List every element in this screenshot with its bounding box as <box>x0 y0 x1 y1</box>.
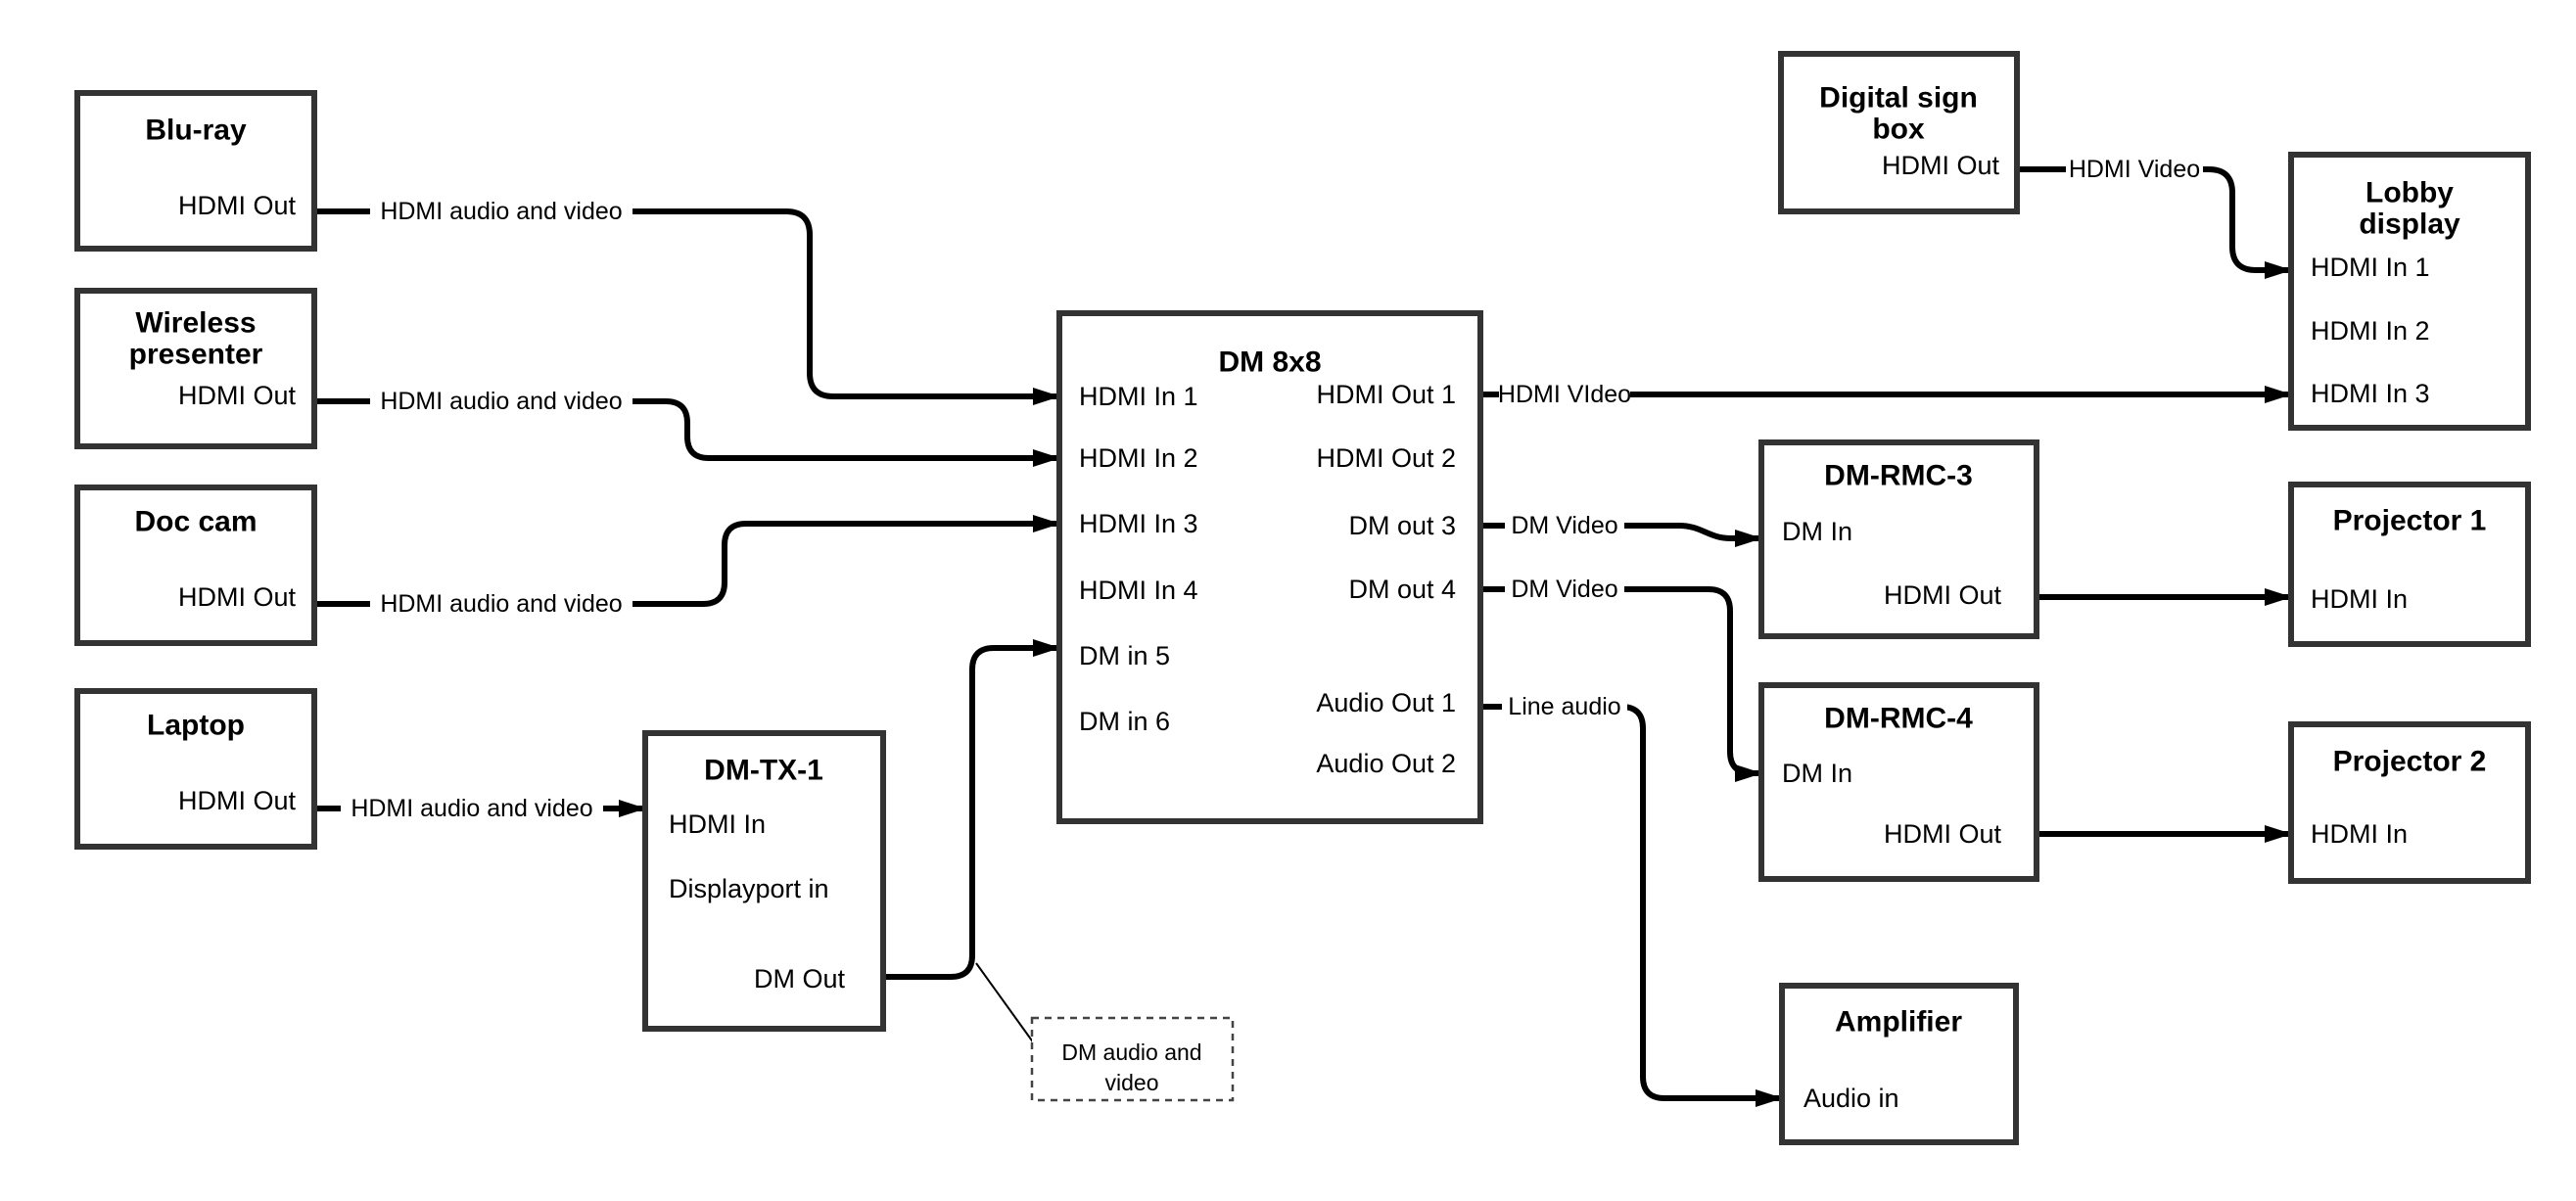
node-doccam-title: Doc cam <box>134 506 257 538</box>
edge-label-laptop: HDMI audio and video <box>351 795 592 822</box>
edge-label-bg <box>341 792 603 825</box>
port-laptop-hdmi-out: HDMI Out <box>178 786 297 815</box>
edge-label-bg <box>370 195 632 228</box>
edge-label-digitalsign: HDMI Video <box>2069 156 2200 183</box>
node-digitalsign-title-line2: box <box>1872 114 1925 146</box>
annotation-text-line1: DM audio and <box>1061 1039 1201 1065</box>
port-dmrmc4-hdmi-out: HDMI Out <box>1884 819 2002 849</box>
port-dmrmc3-dm-in: DM In <box>1782 517 1852 546</box>
node-proj1-title: Projector 1 <box>2333 505 2487 537</box>
node-bluray-box <box>74 90 317 252</box>
node-lobby-title-line1: Lobby <box>2365 177 2454 209</box>
edge-doccam-to-dm8x8-in3 <box>314 515 1060 607</box>
edge-label-dm-out4: DM Video <box>1511 576 1617 603</box>
port-dmrmc3-hdmi-out: HDMI Out <box>1884 580 2002 610</box>
edge-label-bg <box>2066 153 2203 186</box>
node-proj2-title: Projector 2 <box>2333 746 2487 778</box>
port-digitalsign-hdmi-out: HDMI Out <box>1882 151 2000 180</box>
port-dm8x8-hdmi-in-1: HDMI In 1 <box>1079 382 1198 411</box>
edge-digitalsign-to-lobby-in1 <box>2017 166 2292 279</box>
annotation-dashed-box <box>1030 1016 1235 1102</box>
node-dmrmc4-box <box>1758 682 2039 882</box>
node-doccam-box <box>74 485 317 646</box>
node-proj1-box <box>2288 482 2531 647</box>
port-dmtx1-hdmi-in: HDMI In <box>669 809 766 839</box>
node-wireless-box <box>74 288 317 449</box>
edge-bluray-to-dm8x8-in1 <box>314 208 1060 405</box>
node-dmrmc3-box <box>1758 439 2039 639</box>
port-dmtx1-displayport-in: Displayport in <box>669 874 829 903</box>
node-lobby-box <box>2288 152 2531 431</box>
annotation-text-line2: video <box>1105 1070 1159 1095</box>
edge-label-dm-out3: DM Video <box>1511 512 1617 539</box>
edge-dm8x8-out3-to-dmrmc3 <box>1480 523 1762 547</box>
port-dm8x8-audio-out-2: Audio Out 2 <box>1316 749 1456 778</box>
port-bluray-hdmi-out: HDMI Out <box>178 191 297 220</box>
node-dmtx1-title: DM-TX-1 <box>704 755 823 787</box>
port-amplifier-audio-in: Audio in <box>1803 1084 1899 1113</box>
edge-label-bg <box>1505 573 1624 606</box>
node-bluray-title: Blu-ray <box>145 115 247 147</box>
port-doccam-hdmi-out: HDMI Out <box>178 582 297 612</box>
edge-wireless-to-dm8x8-in2 <box>314 398 1060 467</box>
node-digitalsign-title-line1: Digital sign <box>1819 82 1978 115</box>
edge-dm8x8-out4-to-dmrmc4 <box>1480 586 1762 782</box>
port-lobby-hdmi-in-2: HDMI In 2 <box>2311 316 2430 346</box>
port-lobby-hdmi-in-1: HDMI In 1 <box>2311 253 2430 282</box>
edge-label-bluray: HDMI audio and video <box>380 198 622 225</box>
port-dm8x8-hdmi-in-4: HDMI In 4 <box>1079 576 1198 605</box>
port-dm8x8-dm-out-3: DM out 3 <box>1348 511 1456 540</box>
edge-label-bg <box>1499 378 1630 411</box>
port-dm8x8-hdmi-out-1: HDMI Out 1 <box>1316 380 1456 409</box>
edge-label-audio-out1: Line audio <box>1508 693 1620 720</box>
node-dmrmc4-title: DM-RMC-4 <box>1824 703 1973 735</box>
edge-dm8x8-audio1-to-amplifier <box>1480 704 1783 1107</box>
port-lobby-hdmi-in-3: HDMI In 3 <box>2311 379 2430 408</box>
port-proj1-hdmi-in: HDMI In <box>2311 584 2408 614</box>
edge-dmtx1-to-dm8x8-in5 <box>883 639 1060 980</box>
port-proj2-hdmi-in: HDMI In <box>2311 819 2408 849</box>
node-digitalsign-box <box>1778 51 2020 214</box>
node-proj2-box <box>2288 721 2531 884</box>
edge-label-wireless: HDMI audio and video <box>380 388 622 415</box>
port-dm8x8-audio-out-1: Audio Out 1 <box>1316 688 1456 717</box>
edge-label-bg <box>1502 690 1627 723</box>
edge-label-bg <box>370 385 632 418</box>
node-amplifier-title: Amplifier <box>1835 1006 1962 1039</box>
node-dm8x8-box <box>1056 310 1483 824</box>
edge-label-bg <box>1505 509 1624 542</box>
port-dm8x8-hdmi-out-2: HDMI Out 2 <box>1316 443 1456 473</box>
port-dmtx1-dm-out: DM Out <box>754 964 846 993</box>
edge-label-bg <box>370 587 632 621</box>
node-laptop-box <box>74 688 317 850</box>
node-wireless-title-line2: presenter <box>129 339 263 371</box>
annotation-leader-line <box>975 962 1035 1044</box>
edge-label-doccam: HDMI audio and video <box>380 590 622 618</box>
node-laptop-title: Laptop <box>147 710 245 742</box>
port-wireless-hdmi-out: HDMI Out <box>178 381 297 410</box>
node-lobby-title-line2: display <box>2359 208 2460 241</box>
port-dm8x8-dm-out-4: DM out 4 <box>1348 575 1456 604</box>
node-wireless-title-line1: Wireless <box>135 307 256 340</box>
node-dmrmc3-title: DM-RMC-3 <box>1824 460 1973 492</box>
port-dm8x8-dm-in-6: DM in 6 <box>1079 707 1170 736</box>
node-amplifier-box <box>1779 983 2019 1145</box>
port-dmrmc4-dm-in: DM In <box>1782 759 1852 788</box>
node-dmtx1-box <box>642 730 886 1032</box>
port-dm8x8-dm-in-5: DM in 5 <box>1079 641 1170 670</box>
port-dm8x8-hdmi-in-2: HDMI In 2 <box>1079 443 1198 473</box>
edge-label-hdmi-out1: HDMI VIdeo <box>1498 381 1631 408</box>
node-dm8x8-title: DM 8x8 <box>1218 346 1321 379</box>
port-dm8x8-hdmi-in-3: HDMI In 3 <box>1079 509 1198 538</box>
